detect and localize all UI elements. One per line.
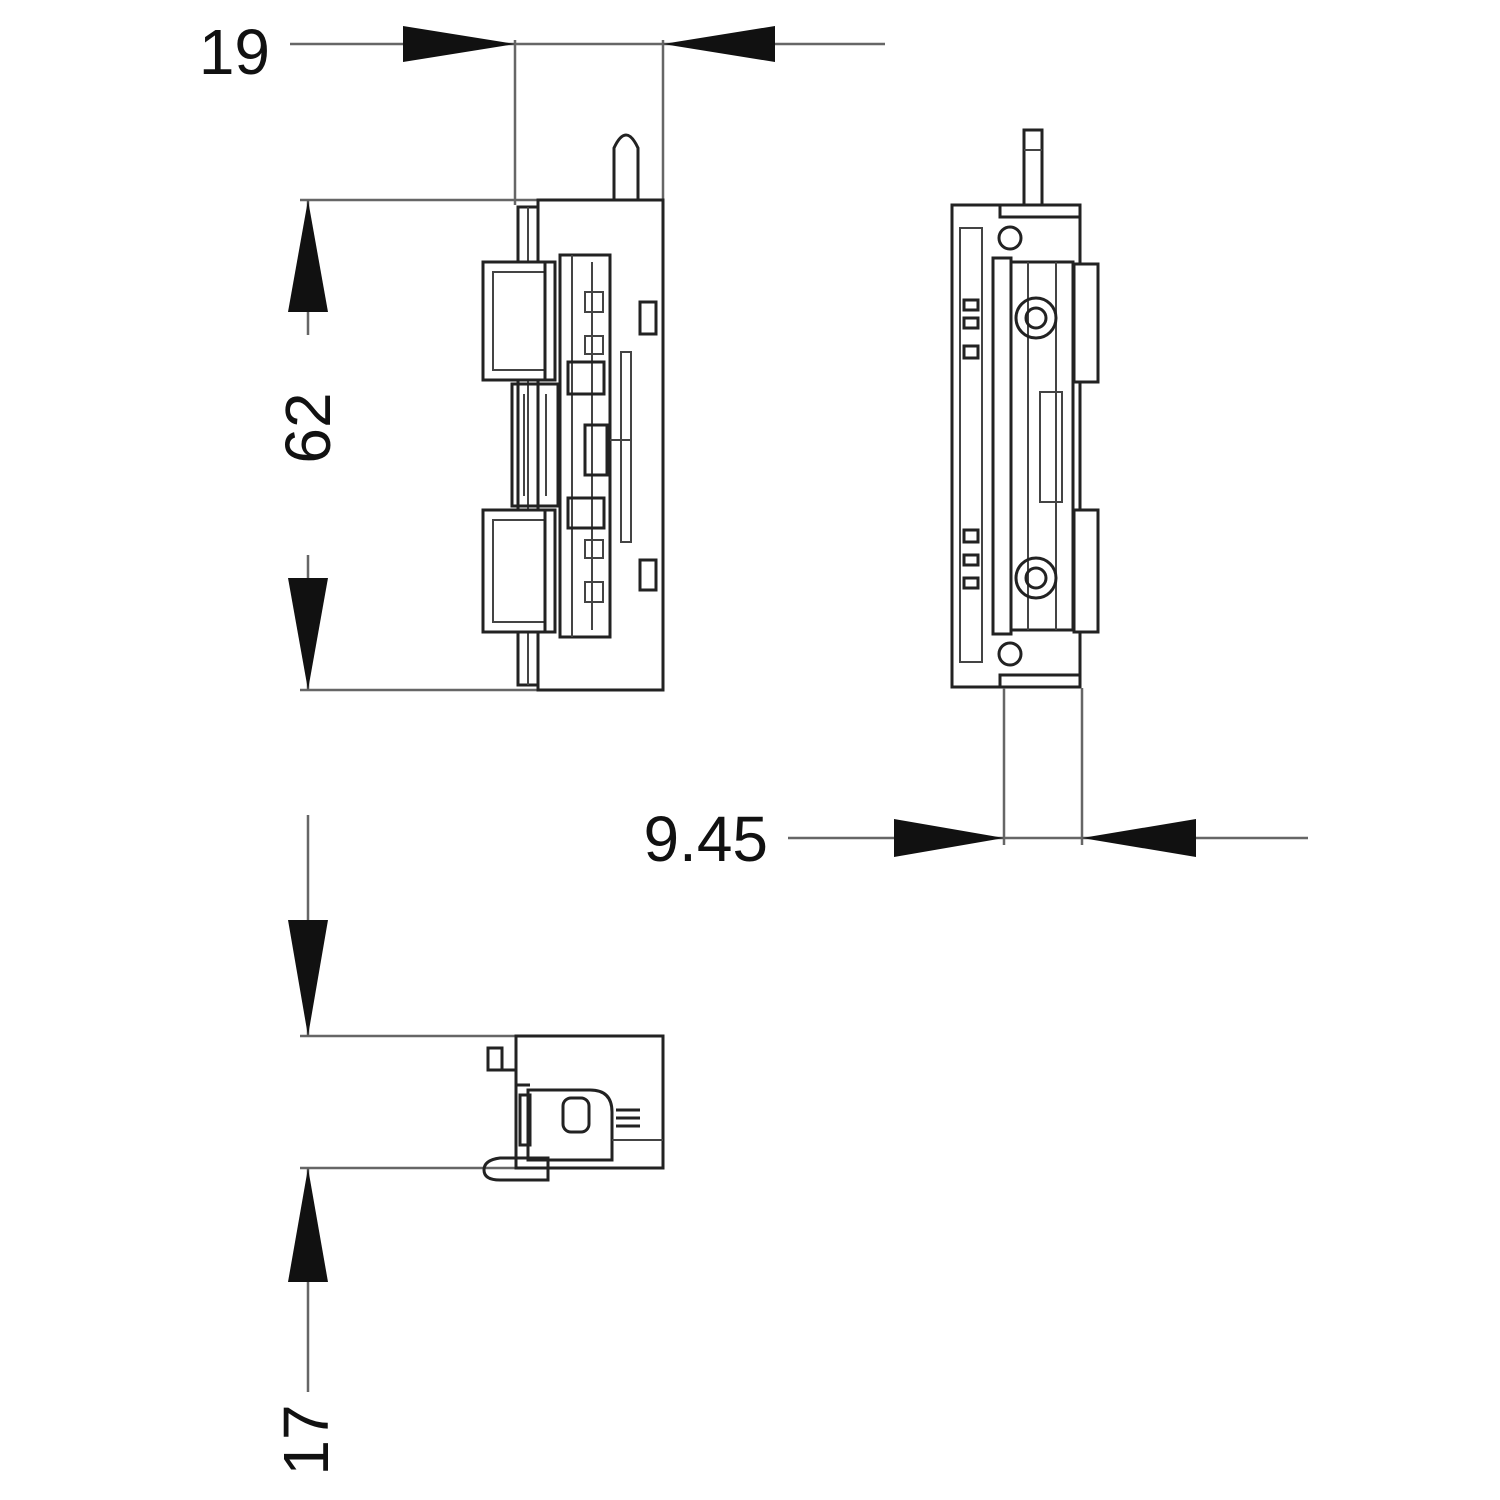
bottom-view <box>482 1034 665 1182</box>
front-view <box>481 133 665 692</box>
dimension-height-17: 17 <box>270 815 548 1476</box>
side-view <box>950 128 1100 689</box>
dimension-width-19: 19 <box>199 16 885 205</box>
dimension-label-17: 17 <box>270 1404 342 1475</box>
dimension-label-19: 19 <box>199 16 270 88</box>
dimension-depth-9-45: 9.45 <box>643 688 1308 875</box>
dimension-label-9-45: 9.45 <box>643 803 768 875</box>
dimension-height-62: 62 <box>272 198 585 692</box>
dimension-label-62: 62 <box>272 392 344 463</box>
